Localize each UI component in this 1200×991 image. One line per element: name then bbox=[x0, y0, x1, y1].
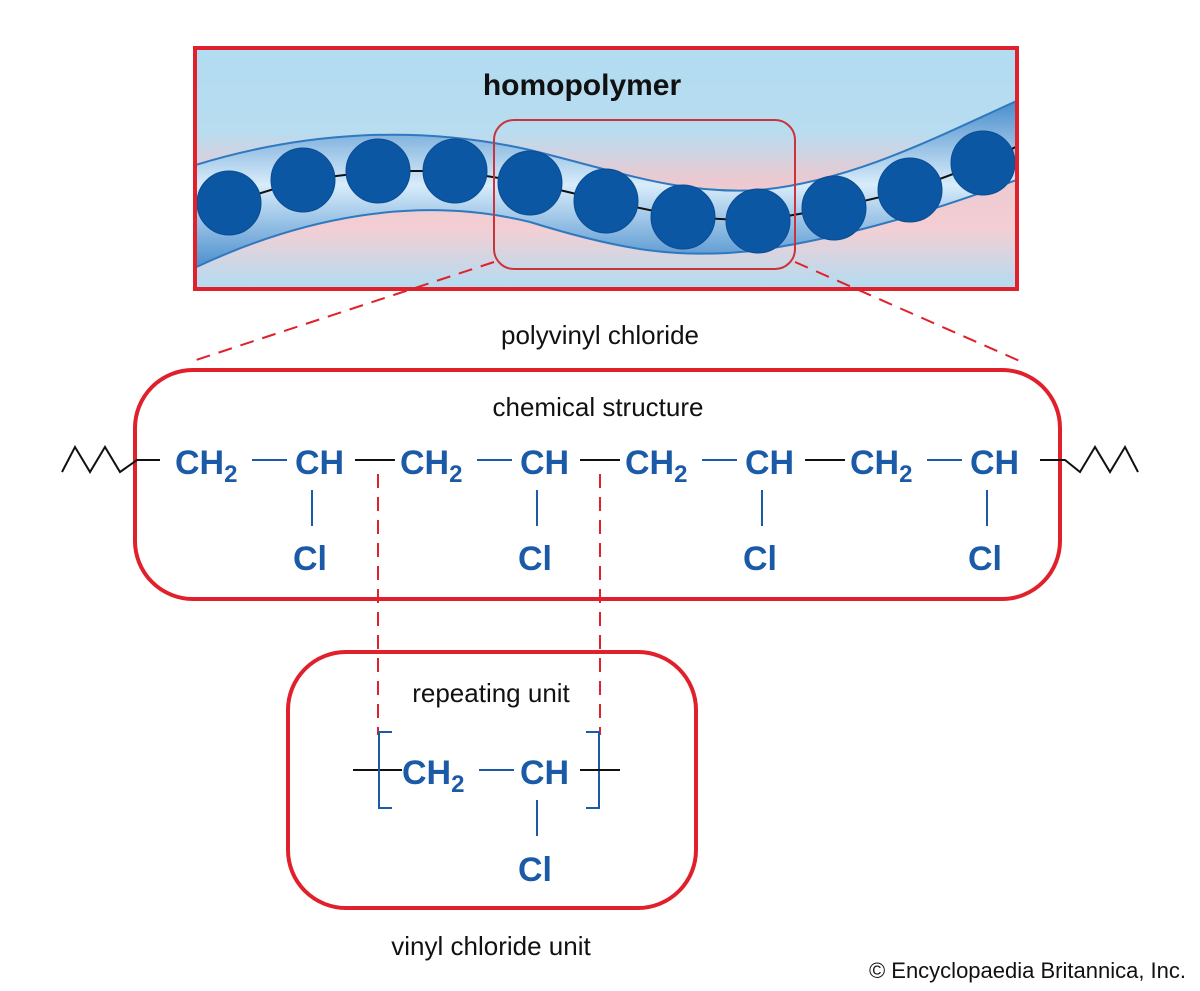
chemical-chain: CH2 CH Cl CH2 CH Cl CH2 CH Cl CH2 CH Cl bbox=[175, 444, 1019, 578]
monomer-bead bbox=[801, 175, 867, 241]
homopolymer-illustration: homopolymer bbox=[193, 46, 1019, 291]
unit-name-label: vinyl chloride unit bbox=[391, 931, 591, 961]
left-bracket bbox=[378, 731, 392, 809]
copyright-notice: © Encyclopaedia Britannica, Inc. bbox=[869, 958, 1186, 983]
monomer-bead bbox=[196, 170, 262, 236]
cl-atom: Cl bbox=[518, 540, 552, 578]
ch2-group: CH2 bbox=[175, 444, 237, 488]
ch-group: CH bbox=[295, 444, 344, 482]
monomer-bead bbox=[650, 184, 716, 250]
magnify-window-frame bbox=[493, 119, 796, 270]
chemical-structure-label: chemical structure bbox=[493, 392, 704, 422]
monomer-bead bbox=[725, 188, 791, 254]
ch2-group: CH2 bbox=[850, 444, 912, 488]
cl-atom: Cl bbox=[743, 540, 777, 578]
repeating-unit-box bbox=[286, 650, 698, 910]
ch-group: CH bbox=[970, 444, 1019, 482]
zoom-line-right bbox=[794, 261, 1023, 363]
chemical-structure-box bbox=[133, 368, 1062, 601]
ch-group: CH bbox=[520, 754, 569, 792]
chain-end-left bbox=[61, 444, 160, 474]
monomer-beads bbox=[196, 130, 1016, 254]
repeating-unit-label: repeating unit bbox=[412, 678, 570, 708]
ch2-group: CH2 bbox=[402, 754, 464, 798]
monomer-bead bbox=[573, 168, 639, 234]
repeating-unit-formula: CH2 CH Cl bbox=[353, 731, 620, 889]
cl-atom: Cl bbox=[968, 540, 1002, 578]
monomer-bead bbox=[877, 157, 943, 223]
polymer-name-label: polyvinyl chloride bbox=[501, 320, 699, 350]
monomer-bead bbox=[422, 138, 488, 204]
ch-group: CH bbox=[745, 444, 794, 482]
monomer-bead bbox=[497, 150, 563, 216]
banner-frame bbox=[193, 46, 1019, 291]
ch2-group: CH2 bbox=[400, 444, 462, 488]
cl-atom: Cl bbox=[293, 540, 327, 578]
ch-group: CH bbox=[520, 444, 569, 482]
monomer-bead bbox=[345, 138, 411, 204]
monomer-bead bbox=[270, 147, 336, 213]
monomer-bead bbox=[950, 130, 1016, 196]
cl-atom: Cl bbox=[518, 851, 552, 889]
page-title: homopolymer bbox=[483, 69, 682, 102]
chain-end-right bbox=[1040, 444, 1139, 474]
ch2-group: CH2 bbox=[625, 444, 687, 488]
zoom-line-left bbox=[189, 261, 495, 363]
